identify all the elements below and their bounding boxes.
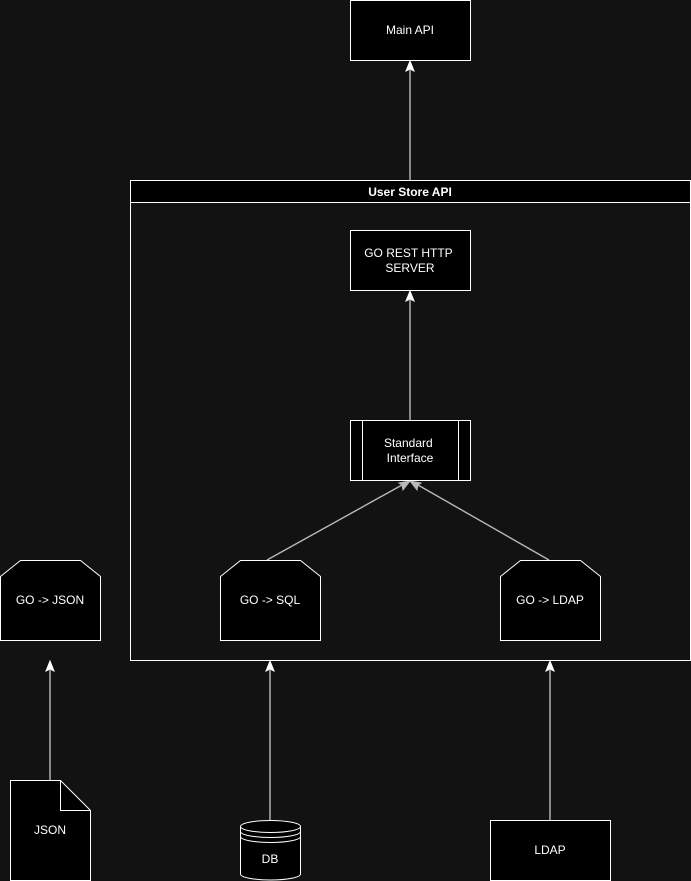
db-cylinder-node[interactable]: DB: [240, 820, 301, 881]
standard-interface-node[interactable]: Standard Interface: [350, 420, 471, 481]
ldap-node[interactable]: LDAP: [490, 820, 611, 881]
go-json-label: GO -> JSON: [16, 593, 84, 607]
edge-standard-interface-to-rest-server: [405, 289, 415, 420]
edge-json-to-go-json: [45, 659, 55, 780]
go-ldap-node[interactable]: GO -> LDAP: [500, 560, 601, 641]
standard-interface-label-line-1: Standard: [384, 436, 433, 450]
standard-interface-label-line-2: Interface: [387, 451, 434, 465]
ldap-label: LDAP: [534, 843, 565, 857]
edge-user-store-to-main-api: [405, 59, 415, 180]
go-rest-http-server-label-line-1: GO REST HTTP: [364, 246, 452, 260]
go-sql-node[interactable]: GO -> SQL: [220, 560, 321, 641]
go-rest-http-server-label-line-2: SERVER: [385, 261, 434, 275]
main-api-node[interactable]: Main API: [350, 0, 471, 61]
db-label: DB: [262, 852, 279, 866]
go-sql-label: GO -> SQL: [240, 593, 301, 607]
edge-go-sql-to-standard-interface: [266, 480, 412, 561]
json-document-node[interactable]: JSON: [10, 780, 91, 881]
go-ldap-label: GO -> LDAP: [516, 593, 584, 607]
edge-db-to-user-store: [265, 659, 275, 820]
go-rest-http-server-label: GO REST HTTP SERVER: [364, 246, 456, 275]
main-api-label: Main API: [386, 23, 434, 37]
edge-ldap-to-user-store: [545, 659, 555, 820]
json-document-label: JSON: [34, 823, 66, 837]
go-rest-http-server-node[interactable]: GO REST HTTP SERVER: [350, 230, 471, 291]
edge-go-ldap-to-standard-interface: [408, 480, 550, 561]
go-json-node[interactable]: GO -> JSON: [0, 560, 101, 641]
user-store-api-title: User Store API: [368, 185, 452, 199]
standard-interface-label: Standard Interface: [384, 436, 436, 465]
